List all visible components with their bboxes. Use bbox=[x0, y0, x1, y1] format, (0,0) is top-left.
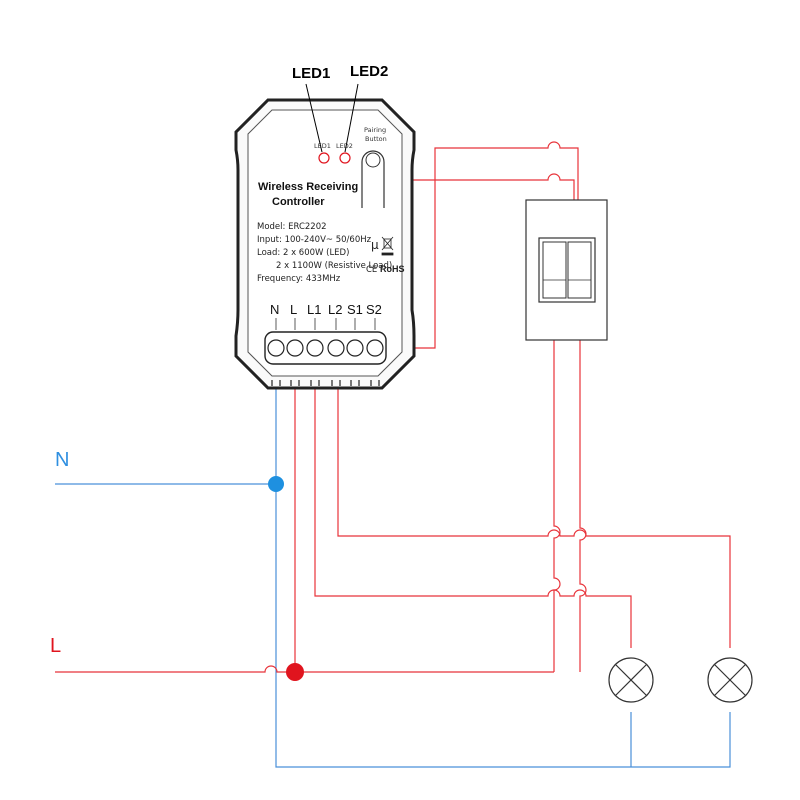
terminal-label-l: L bbox=[290, 302, 297, 317]
neutral-main-wire bbox=[275, 360, 731, 768]
s1-switch-wire bbox=[355, 173, 575, 335]
pairing-button[interactable] bbox=[361, 150, 385, 208]
wires bbox=[55, 141, 731, 768]
weee-bin-icon bbox=[381, 236, 394, 256]
switch-rocker-2[interactable] bbox=[567, 241, 592, 299]
l1-output-wire bbox=[314, 360, 632, 648]
led1-small-label: LED1 bbox=[314, 142, 331, 150]
controller-title-line1: Wireless Receiving bbox=[258, 181, 358, 193]
mu-mark: μ bbox=[371, 238, 379, 252]
led1-callout-label: LED1 bbox=[292, 65, 330, 82]
led2-indicator bbox=[339, 152, 351, 164]
pairing-label-line1: Pairing bbox=[364, 126, 386, 134]
terminal-label-l2: L2 bbox=[328, 302, 342, 317]
terminal-screw-n[interactable] bbox=[267, 339, 285, 357]
led2-small-label: LED2 bbox=[336, 142, 353, 150]
switch-rocker-1[interactable] bbox=[542, 241, 567, 299]
live-input-wire bbox=[55, 665, 554, 673]
pairing-label-line2: Button bbox=[365, 135, 387, 143]
terminal-screw-s2[interactable] bbox=[366, 339, 384, 357]
terminal-screws bbox=[267, 339, 384, 357]
terminal-label-s2: S2 bbox=[366, 302, 382, 317]
rohs-mark: RoHS bbox=[380, 264, 405, 274]
led1-callout-line bbox=[305, 83, 323, 153]
lamp-1 bbox=[608, 657, 654, 703]
controller-model: Model: ERC2202 bbox=[257, 222, 327, 232]
live-to-switch-2 bbox=[579, 340, 587, 672]
controller-title-line2: Controller bbox=[272, 196, 325, 208]
controller-load-resistive: 2 x 1100W (Resistive Load) bbox=[276, 261, 392, 271]
live-line-label: L bbox=[50, 635, 61, 657]
live-junction-dot bbox=[286, 663, 304, 681]
terminal-screw-l2[interactable] bbox=[327, 339, 345, 357]
controller-frequency: Frequency: 433MHz bbox=[257, 274, 341, 284]
pairing-button-cap[interactable] bbox=[365, 152, 381, 168]
controller-pins bbox=[271, 380, 380, 386]
controller-device: LED1 LED2 Pairing Button Wireless Receiv… bbox=[234, 98, 416, 390]
live-to-switch-1 bbox=[553, 340, 561, 672]
led2-callout-label: LED2 bbox=[350, 63, 388, 80]
neutral-junction-dot bbox=[268, 476, 284, 492]
terminal-labels: N L L1 L2 S1 S2 bbox=[270, 302, 382, 317]
terminal-label-l1: L1 bbox=[307, 302, 321, 317]
controller-load-led: Load: 2 x 600W (LED) bbox=[257, 248, 349, 258]
led2-callout-line bbox=[344, 83, 359, 153]
s2-switch-wire bbox=[375, 141, 579, 349]
lamp-2 bbox=[707, 657, 753, 703]
terminal-label-n: N bbox=[270, 302, 279, 317]
neutral-line-label: N bbox=[55, 449, 69, 471]
l2-output-wire bbox=[337, 360, 731, 648]
terminal-ticks bbox=[275, 318, 376, 330]
terminal-screw-l[interactable] bbox=[286, 339, 304, 357]
terminal-screw-s1[interactable] bbox=[346, 339, 364, 357]
ce-mark: CE bbox=[366, 265, 377, 275]
controller-input: Input: 100-240V~ 50/60Hz bbox=[257, 235, 372, 245]
terminal-screw-l1[interactable] bbox=[306, 339, 324, 357]
wall-switch bbox=[525, 199, 608, 341]
terminal-label-s1: S1 bbox=[347, 302, 363, 317]
led1-indicator bbox=[318, 152, 330, 164]
